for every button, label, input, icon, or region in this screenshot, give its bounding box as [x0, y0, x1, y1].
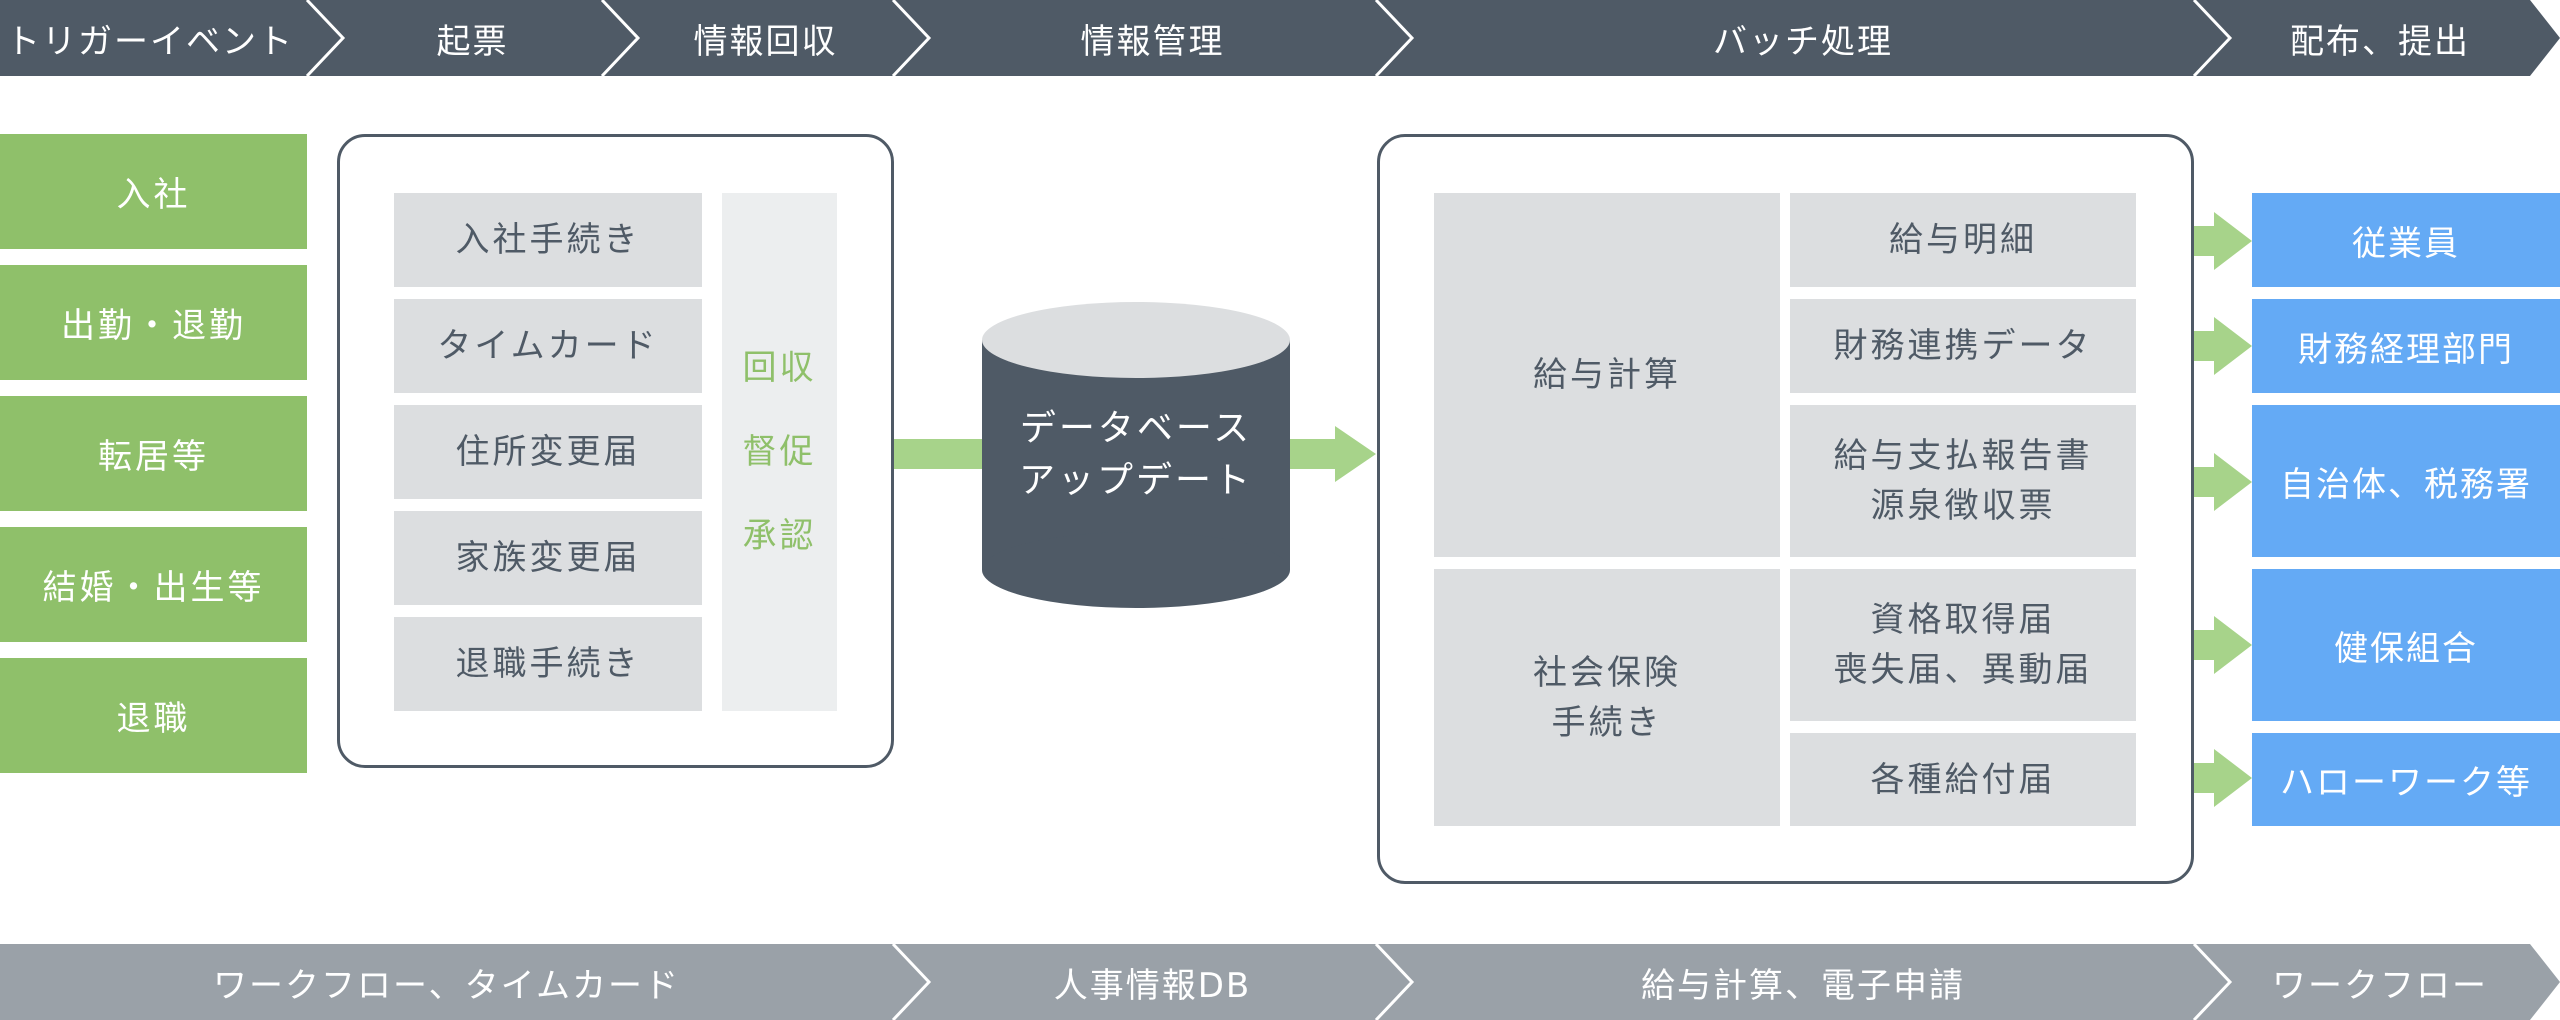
item-qualification-notice-line1: 資格取得届 [1870, 600, 2056, 640]
form-timecard: タイムカード [394, 299, 702, 393]
tool-footer-chevrons [0, 944, 2560, 1020]
stage-management: 情報管理 [1080, 21, 1225, 62]
item-finance-data: 財務連携データ [1790, 299, 2136, 393]
database-cylinder [982, 302, 1290, 608]
trigger-marriage-birth: 結婚・出生等 [0, 527, 307, 642]
tool-workflow-timecard: ワークフロー、タイムカード [213, 965, 680, 1006]
stage-collection: 情報回収 [693, 21, 838, 62]
stage-distribution: 配布、提出 [2290, 21, 2470, 62]
item-benefit-claims-line1: 各種給付届 [1870, 759, 2056, 800]
form-address-change: 住所変更届 [394, 405, 702, 499]
workflow-column [722, 193, 837, 711]
item-payslip-line1: 給与明細 [1889, 220, 2037, 260]
form-hire-procedure: 入社手続き [394, 193, 702, 287]
tool-workflow: ワークフロー [2272, 965, 2488, 1006]
form-retirement-procedure: 退職手続き [394, 617, 702, 711]
item-finance-data-line1: 財務連携データ [1833, 326, 2093, 366]
group-social-insurance: 社会保険 手続き [1434, 569, 1780, 826]
database-label-line2: アップデート [1018, 460, 1253, 501]
tool-footer-band: ワークフロー、タイムカード 人事情報DB 給与計算、電子申請 ワークフロー [0, 944, 2560, 1020]
trigger-retirement: 退職 [0, 658, 307, 773]
workflow-steps: 回収 督促 承認 [722, 326, 837, 578]
arrow-db-to-batch [1290, 426, 1376, 482]
group-payroll: 給与計算 [1434, 193, 1780, 557]
item-payment-report-line1: 給与支払報告書 [1833, 436, 2093, 476]
recipient-municipality-tax-office: 自治体、税務署 [2252, 405, 2560, 557]
trigger-relocation: 転居等 [0, 396, 307, 511]
item-benefit-claims: 各種給付届 [1790, 733, 2136, 826]
database-label: データベース アップデート [982, 400, 1290, 510]
stage-header-chevrons [0, 0, 2560, 76]
tool-payroll-e-filing: 給与計算、電子申請 [1641, 965, 1965, 1006]
tool-hr-database: 人事情報DB [1053, 965, 1252, 1006]
workflow-step-remind: 督促 [742, 432, 817, 472]
group-social-insurance-line1: 社会保険 [1533, 652, 1681, 693]
recipient-employee: 従業員 [2252, 193, 2560, 287]
item-payment-report: 給与支払報告書 源泉徴収票 [1790, 405, 2136, 557]
item-qualification-notice-line2: 喪失届、異動届 [1833, 650, 2093, 690]
stage-batch: バッチ処理 [1713, 21, 1893, 62]
workflow-step-collect: 回収 [742, 348, 817, 388]
connector-forms-to-db [894, 439, 982, 469]
trigger-attendance: 出勤・退勤 [0, 265, 307, 380]
stage-trigger-event: トリガーイベント [6, 21, 294, 62]
recipient-finance-dept: 財務経理部門 [2252, 299, 2560, 393]
group-social-insurance-line2: 手続き [1551, 702, 1663, 743]
item-payslip: 給与明細 [1790, 193, 2136, 287]
recipient-health-insurance: 健保組合 [2252, 569, 2560, 721]
recipient-hellowork: ハローワーク等 [2252, 733, 2560, 826]
database-label-line1: データベース [1019, 408, 1253, 449]
stage-header-band: トリガーイベント 起票 情報回収 情報管理 バッチ処理 配布、提出 [0, 0, 2560, 76]
form-family-change: 家族変更届 [394, 511, 702, 605]
workflow-step-approve: 承認 [742, 516, 817, 556]
item-payment-report-line2: 源泉徴収票 [1870, 486, 2056, 526]
trigger-hire: 入社 [0, 134, 307, 249]
item-qualification-notice: 資格取得届 喪失届、異動届 [1790, 569, 2136, 721]
stage-drafting: 起票 [436, 21, 509, 62]
group-payroll-line1: 給与計算 [1533, 355, 1681, 395]
